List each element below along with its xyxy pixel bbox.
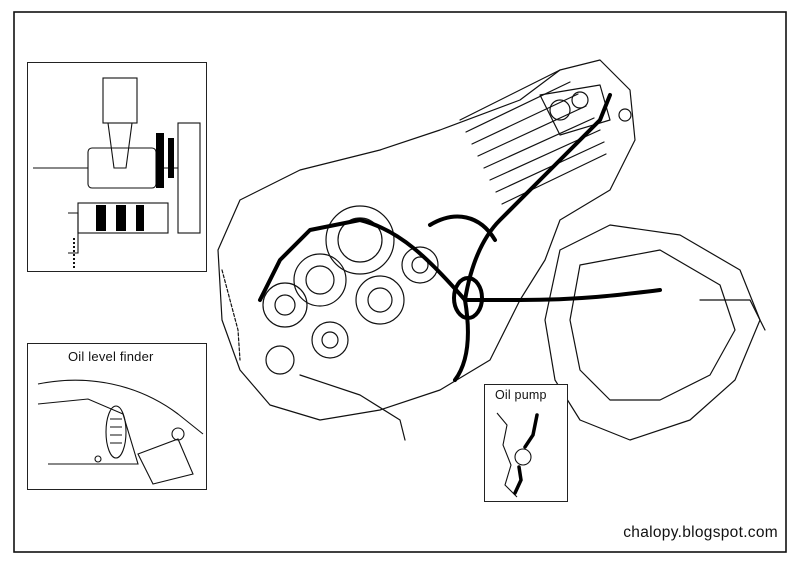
- piston-icon: [102, 77, 138, 124]
- shift-pedal: [699, 299, 766, 331]
- side-cover-inner: [569, 249, 736, 401]
- oil-pump-inset: Oil pump: [484, 384, 568, 502]
- sprocket-icon: [68, 212, 79, 254]
- kick-lever: [299, 374, 406, 441]
- gear-cluster: [262, 205, 439, 375]
- oil-level-finder-inset: Oil level finder: [27, 343, 207, 490]
- pump-oil-passage: [513, 413, 539, 495]
- connecting-rod-icon: [107, 122, 133, 169]
- oil-level-finder-label: Oil level finder: [68, 349, 154, 364]
- oil-pump-drawing: [496, 412, 539, 498]
- drive-chain: [221, 269, 241, 361]
- crankcase-outline: [217, 59, 636, 421]
- primary-drive-icon: [177, 122, 201, 234]
- oil-level-finder-drawing: [37, 379, 204, 485]
- side-cover: [544, 224, 761, 441]
- oil-sight-glass-icon: [105, 405, 127, 459]
- oil-pump-label: Oil pump: [495, 388, 547, 402]
- oil-circulation-path: [258, 93, 662, 382]
- pump-rotor-icon: [514, 448, 532, 466]
- kick-pedal-icon: [137, 438, 194, 485]
- crankcase-lower-icon: [37, 398, 139, 465]
- watermark: chalopy.blogspot.com: [623, 524, 778, 541]
- valve-gear: [539, 84, 632, 136]
- pump-housing-icon: [496, 412, 518, 498]
- crankshaft-section-drawing: [33, 77, 201, 268]
- cylinder-fins: [459, 69, 607, 205]
- crankshaft-section-inset: [27, 62, 207, 272]
